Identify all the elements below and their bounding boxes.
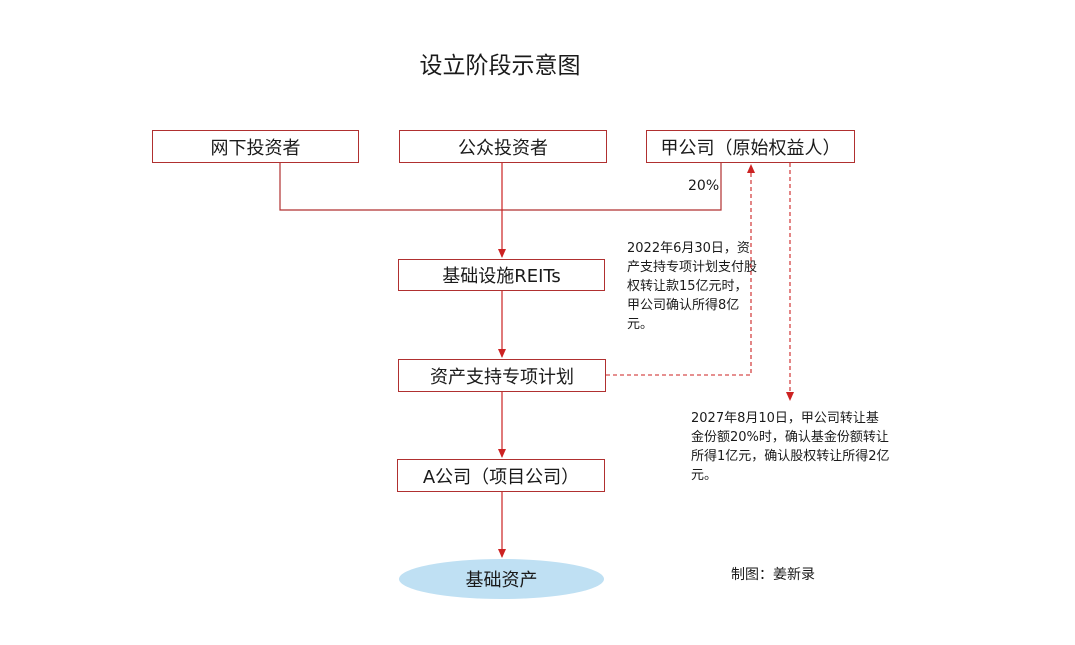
note-2022-transfer: 2022年6月30日，资产支持专项计划支付股权转让款15亿元时，甲公司确认所得8… xyxy=(627,241,758,332)
note-2027-transfer: 2027年8月10日，甲公司转让基金份额20%时，确认基金份额转让所得1亿元，确… xyxy=(691,411,890,483)
connector-offline-investors xyxy=(279,163,502,211)
node-company-a: A公司（项目公司） xyxy=(397,459,605,492)
dashed-arrow-payment-to-jia xyxy=(606,164,755,376)
node-public-investors: 公众投资者 xyxy=(399,130,607,163)
node-abs-plan: 资产支持专项计划 xyxy=(398,359,606,392)
node-offline-investors: 网下投资者 xyxy=(152,130,359,163)
diagram-title: 设立阶段示意图 xyxy=(419,53,581,79)
chart-credit: 制图：姜新录 xyxy=(731,567,815,583)
share-percentage-label: 20% xyxy=(688,178,720,194)
connector-jia-share xyxy=(502,163,722,211)
node-infrastructure-asset: 基础资产 xyxy=(399,559,604,599)
node-reits: 基础设施REITs xyxy=(398,259,605,291)
node-company-jia: 甲公司（原始权益人） xyxy=(646,130,855,163)
